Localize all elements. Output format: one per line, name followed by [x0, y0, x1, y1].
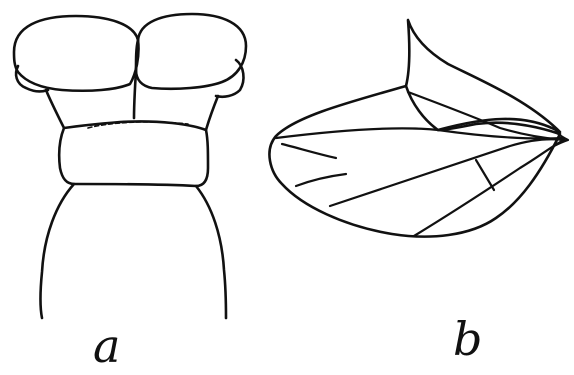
body-left-outline	[41, 184, 75, 318]
panel-label-b: b	[453, 316, 482, 362]
wing-vein-crossvein	[476, 160, 494, 190]
collar-segment	[59, 121, 208, 186]
body-right-outline	[196, 186, 226, 318]
wing-upper-flap	[406, 20, 560, 132]
neck-right-side	[206, 96, 218, 130]
panel-a-drawing	[14, 14, 246, 318]
left-eye-disc	[14, 16, 139, 91]
wing-vein-short-left	[282, 144, 336, 158]
wing-vein-long-middle	[330, 139, 564, 206]
panel-label-a: a	[93, 323, 120, 369]
panel-b-drawing	[269, 20, 568, 237]
right-eye-disc	[136, 14, 246, 89]
neck-left-side	[46, 90, 64, 128]
wing-vein-short-left-lower	[296, 174, 346, 186]
wing-outline	[269, 86, 560, 237]
